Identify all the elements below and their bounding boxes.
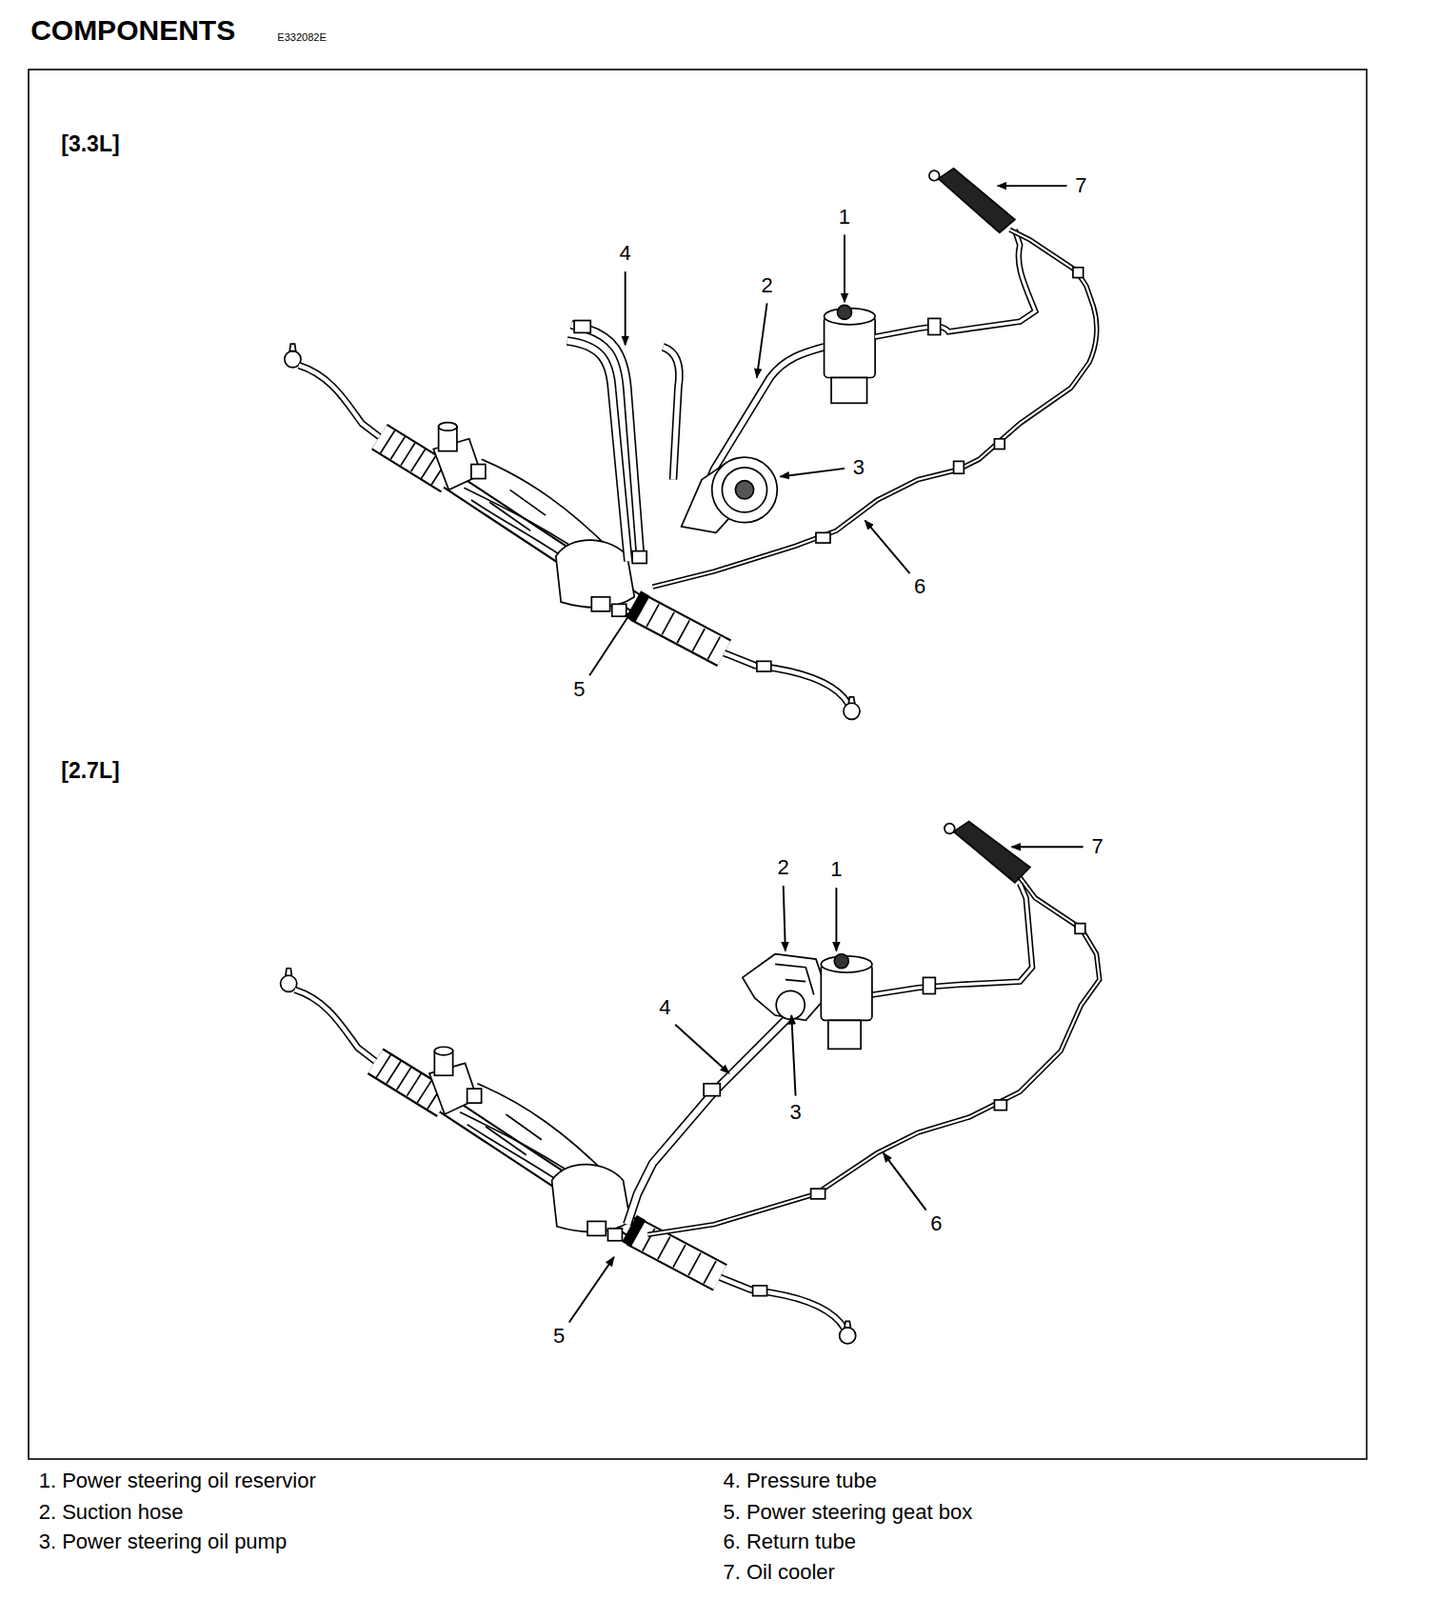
- callout-number: 6: [930, 1212, 942, 1236]
- callout-number: 4: [619, 240, 632, 265]
- part-list-item: 6. Return tube: [722, 1529, 856, 1553]
- part-list-item: 3. Power steering oil pump: [39, 1529, 287, 1553]
- variant-heading: [3.3L]: [60, 131, 120, 157]
- part-list-item: 7. Oil cooler: [722, 1559, 835, 1584]
- variant-heading: [2.7L]: [60, 757, 120, 783]
- callout-number: 7: [1092, 834, 1104, 858]
- part-list-item: 1. Power steering oil reservior: [39, 1469, 317, 1493]
- part-list-item: 4. Pressure tube: [722, 1469, 876, 1493]
- callout-number: 3: [789, 1099, 801, 1124]
- callout-number: 2: [777, 855, 790, 879]
- callout-number: 5: [553, 1324, 565, 1349]
- page-title: COMPONENTS: [30, 14, 236, 48]
- callout-number: 1: [838, 205, 851, 230]
- callout-number: 6: [914, 574, 926, 598]
- callout-number: 5: [573, 676, 585, 701]
- callout-number: 2: [760, 273, 773, 298]
- callout-number: 4: [658, 995, 671, 1020]
- callout-number: 1: [830, 856, 842, 881]
- callout-number: 3: [853, 455, 865, 479]
- section-code: E332082E: [277, 30, 326, 43]
- part-list-item: 5. Power steering geat box: [722, 1499, 973, 1524]
- part-list-item: 2. Suction hose: [39, 1499, 184, 1524]
- callout-number: 7: [1074, 173, 1087, 198]
